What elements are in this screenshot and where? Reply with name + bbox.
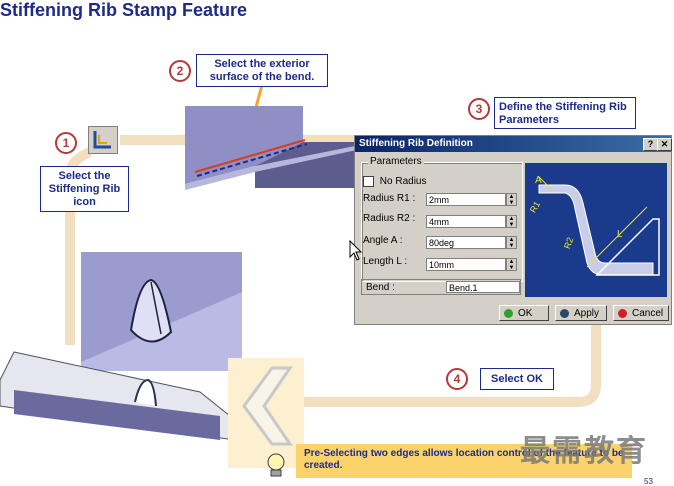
bend-label: Bend : — [366, 282, 395, 293]
part-lower-model — [0, 351, 235, 441]
step-4-callout: Select OK — [480, 368, 554, 390]
step-1-number: 1 — [55, 132, 77, 154]
lightbulb-icon — [267, 453, 285, 477]
step-4-number: 4 — [446, 368, 468, 390]
back-arrow-icon — [242, 366, 293, 446]
angle-input[interactable]: 80deg — [426, 236, 506, 249]
bend-field[interactable]: Bend.1 — [446, 281, 520, 293]
step-2-callout: Select the exterior surface of the bend. — [196, 54, 328, 87]
r1-label: Radius R1 : — [363, 193, 416, 204]
cancel-button[interactable]: Cancel — [613, 305, 669, 321]
ok-button[interactable]: OK — [499, 305, 549, 321]
help-button[interactable]: ? — [643, 138, 658, 151]
note-box: Pre-Selecting two edges allows location … — [296, 444, 632, 478]
length-label: Length L : — [363, 256, 408, 267]
diagram-label-r1: R1 — [528, 199, 542, 214]
rib-diagram: A R1 R2 L — [525, 163, 667, 297]
diagram-label-r2: R2 — [562, 236, 575, 250]
dialog-title: Stiffening Rib Definition — [359, 138, 473, 149]
watermark: 最需教育 — [520, 435, 648, 468]
stiffening-rib-icon[interactable] — [88, 126, 118, 154]
length-input[interactable]: 10mm — [426, 258, 506, 271]
part-bend-model — [185, 106, 375, 190]
ok-icon — [504, 309, 513, 318]
length-spinner[interactable]: ▲▼ — [506, 258, 517, 271]
no-radius-label: No Radius — [379, 176, 427, 187]
r2-input[interactable]: 4mm — [426, 215, 506, 228]
diagram-label-a: A — [535, 175, 542, 186]
close-button[interactable]: ✕ — [657, 138, 672, 151]
mouse-cursor-icon — [349, 240, 363, 261]
no-radius-row: No Radius — [363, 176, 426, 187]
step-3-callout: Define the Stiffening Rib Parameters — [494, 97, 636, 129]
stiffening-rib-dialog: Stiffening Rib Definition ? ✕ Parameters… — [354, 135, 672, 325]
page-number: 53 — [644, 477, 653, 486]
parameters-group-label: Parameters — [368, 156, 424, 167]
angle-label: Angle A : — [363, 235, 403, 246]
step-1-callout: Select the Stiffening Rib icon — [40, 166, 129, 212]
angle-spinner[interactable]: ▲▼ — [506, 236, 517, 249]
no-radius-checkbox[interactable] — [363, 176, 374, 187]
bend-row: Bend : Bend.1 — [361, 279, 521, 295]
r2-label: Radius R2 : — [363, 213, 416, 224]
cancel-icon — [618, 309, 627, 318]
apply-icon — [560, 309, 569, 318]
rib-closeup-image — [81, 252, 242, 371]
r1-spinner[interactable]: ▲▼ — [506, 193, 517, 206]
parameters-group: Parameters — [361, 156, 523, 282]
step-3-number: 3 — [468, 98, 490, 120]
dialog-titlebar: Stiffening Rib Definition ? ✕ — [355, 136, 672, 152]
step-2-number: 2 — [169, 60, 191, 82]
apply-button[interactable]: Apply — [555, 305, 607, 321]
diagram-label-l: L — [617, 229, 623, 240]
r2-spinner[interactable]: ▲▼ — [506, 215, 517, 228]
slide-title: Stiffening Rib Stamp Feature — [0, 0, 248, 20]
r1-input[interactable]: 2mm — [426, 193, 506, 206]
